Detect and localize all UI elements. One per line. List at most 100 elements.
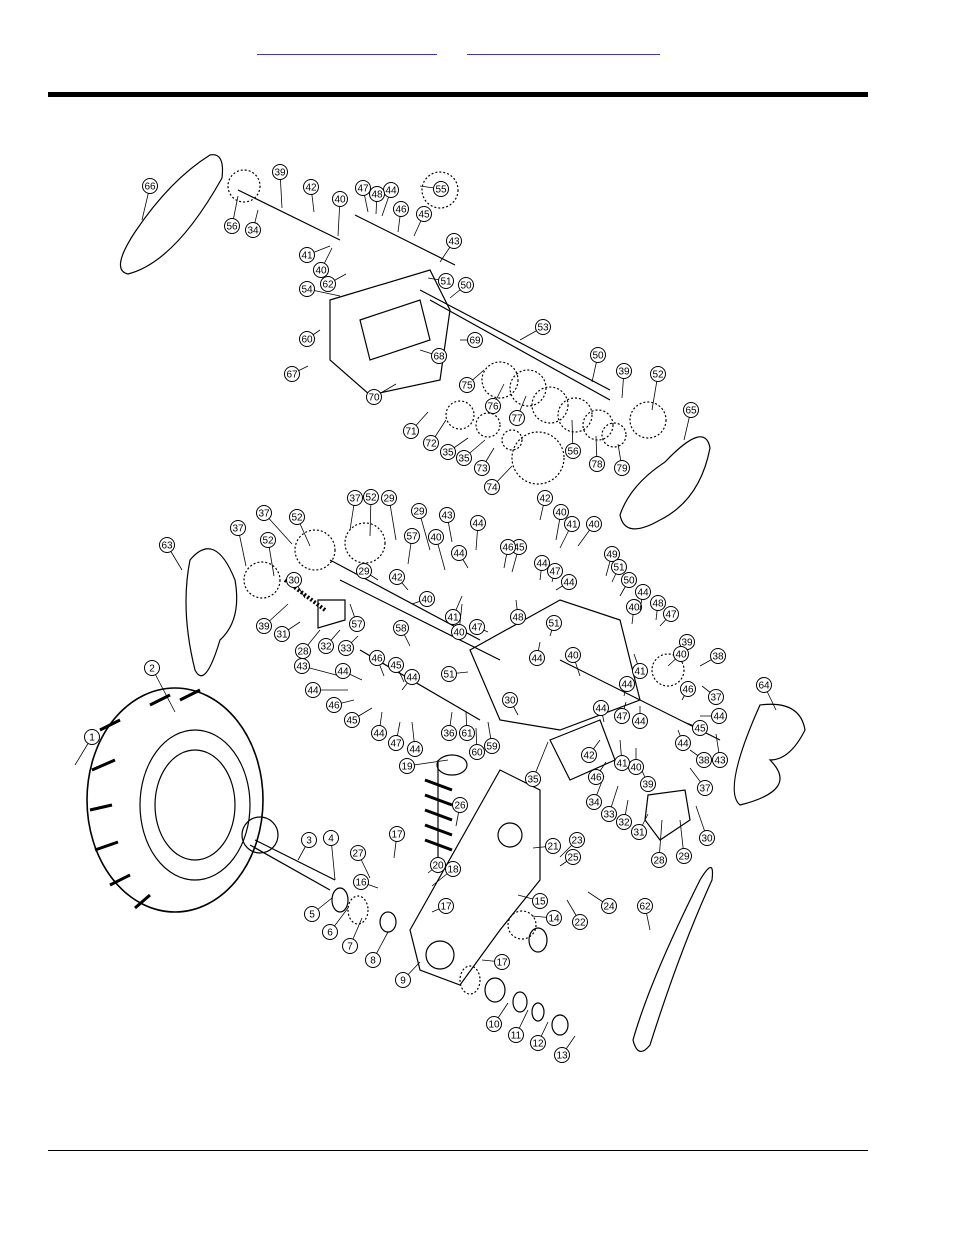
callout-number: 9 (400, 976, 406, 987)
callout-number: 3 (306, 836, 312, 847)
callout-37: 37 (701, 685, 724, 705)
callout-44: 44 (619, 676, 635, 697)
callout-number: 55 (435, 185, 447, 196)
callout-number: 50 (592, 351, 604, 362)
callout-number: 25 (567, 853, 579, 864)
callout-47: 47 (388, 721, 404, 751)
chain-62 (632, 866, 714, 1052)
callout-number: 40 (567, 651, 579, 662)
callout-41: 41 (614, 739, 630, 771)
callout-59: 59 (484, 721, 500, 754)
callout-number: 67 (286, 370, 298, 381)
callout-7: 7 (342, 917, 363, 954)
callout-number: 40 (421, 595, 433, 606)
callout-45: 45 (511, 539, 527, 573)
callout-number: 37 (699, 784, 711, 795)
callout-14: 14 (531, 910, 562, 926)
callout-44: 44 (305, 682, 348, 698)
callout-number: 72 (425, 439, 437, 450)
callout-46: 46 (369, 650, 385, 677)
callout-53: 53 (519, 319, 551, 341)
callout-number: 39 (274, 168, 286, 179)
callout-number: 73 (476, 464, 488, 475)
callout-number: 29 (413, 507, 425, 518)
callout-number: 51 (443, 670, 455, 681)
callout-41: 41 (632, 653, 648, 679)
callout-number: 75 (461, 381, 473, 392)
callout-37: 37 (230, 520, 247, 567)
callout-number: 62 (322, 280, 334, 291)
callout-30: 30 (695, 805, 715, 846)
callout-42: 42 (303, 179, 319, 213)
callout-50: 50 (449, 277, 474, 299)
callout-46: 46 (326, 697, 355, 713)
callout-number: 56 (226, 222, 238, 233)
callout-number: 33 (340, 644, 352, 655)
callout-number: 41 (634, 667, 646, 678)
callout-40: 40 (565, 647, 581, 677)
callout-40: 40 (313, 247, 333, 278)
callout-44: 44 (371, 711, 387, 741)
callout-51: 51 (611, 559, 627, 583)
callout-50: 50 (590, 347, 606, 383)
callout-number: 48 (652, 599, 664, 610)
callout-42: 42 (581, 739, 601, 763)
callout-13: 13 (554, 1035, 576, 1063)
callout-12: 12 (530, 1021, 549, 1051)
callout-72: 72 (423, 419, 447, 451)
callout-42: 42 (537, 490, 553, 521)
callout-39: 39 (616, 363, 632, 399)
chain-65 (619, 436, 711, 530)
callout-15: 15 (517, 893, 548, 909)
callout-42: 42 (389, 569, 409, 591)
callout-65: 65 (683, 402, 699, 441)
callout-number: 42 (391, 573, 403, 584)
callout-number: 38 (698, 756, 710, 767)
callout-70: 70 (366, 383, 397, 405)
upper-frame (329, 269, 451, 396)
callout-44: 44 (335, 663, 363, 681)
callout-77: 77 (509, 395, 527, 426)
callout-number: 47 (357, 184, 369, 195)
callout-8: 8 (365, 931, 389, 968)
callout-29: 29 (411, 503, 431, 551)
callout-number: 32 (320, 642, 332, 653)
callout-30: 30 (286, 572, 306, 599)
header-link-2[interactable] (467, 38, 660, 55)
callout-number: 41 (616, 759, 628, 770)
sprocket-55 (421, 171, 459, 209)
callout-4: 4 (323, 830, 339, 881)
chain-66 (119, 154, 224, 275)
chain-63 (185, 548, 238, 677)
callout-69: 69 (460, 332, 483, 348)
callout-number: 2 (149, 664, 155, 675)
callout-number: 13 (556, 1051, 568, 1062)
callout-number: 29 (678, 852, 690, 863)
callout-44: 44 (407, 721, 423, 757)
callout-number: 37 (232, 524, 244, 535)
callout-number: 5 (309, 910, 315, 921)
callout-number: 53 (537, 323, 549, 334)
callout-number: 49 (606, 550, 618, 561)
callout-number: 44 (406, 673, 418, 684)
callout-number: 44 (385, 186, 397, 197)
callout-29: 29 (381, 490, 397, 541)
callout-47: 47 (469, 619, 489, 635)
callout-number: 34 (247, 226, 259, 237)
callout-46: 46 (500, 539, 516, 569)
callout-number: 76 (487, 402, 499, 413)
callout-number: 32 (618, 818, 630, 829)
callout-number: 18 (447, 865, 459, 876)
callout-16: 16 (353, 874, 379, 890)
callout-60: 60 (469, 727, 485, 760)
callout-number: 24 (603, 902, 615, 913)
callout-44: 44 (593, 700, 609, 723)
callout-62: 62 (637, 898, 653, 931)
callout-number: 44 (677, 739, 689, 750)
callout-number: 47 (665, 610, 677, 621)
callout-number: 44 (595, 704, 607, 715)
callout-number: 37 (258, 509, 270, 520)
header-link-1[interactable] (257, 38, 437, 55)
callout-44: 44 (635, 584, 651, 611)
callout-21: 21 (532, 838, 561, 854)
